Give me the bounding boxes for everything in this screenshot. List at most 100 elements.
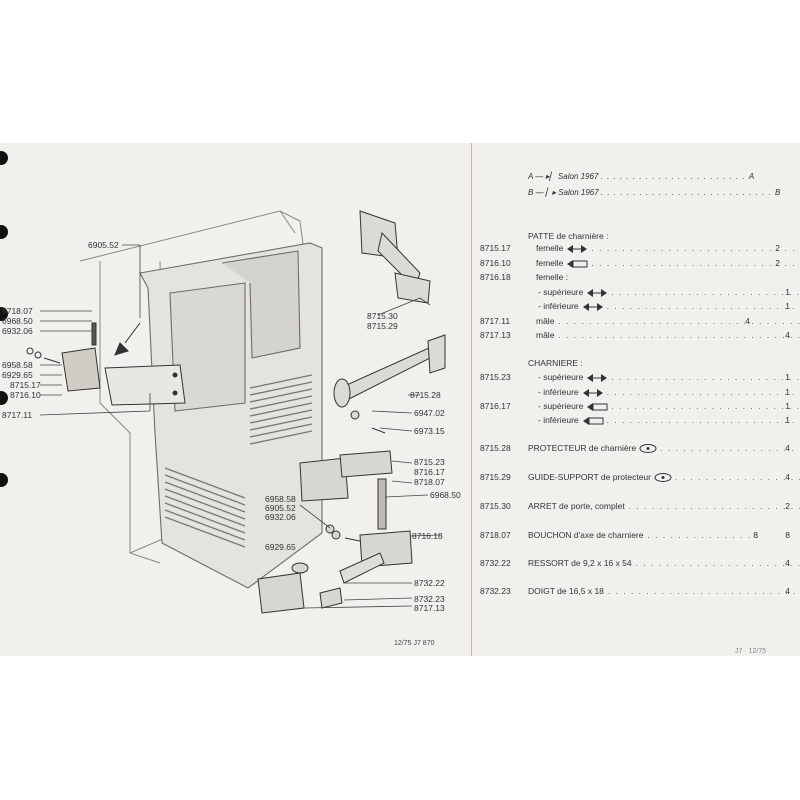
- dot-leader: . . . . . . . . . . . . . . . . . . . . …: [554, 316, 800, 326]
- parts-row: - inférieure. . . . . . . . . . . . . . …: [0, 415, 800, 427]
- part-description: BOUCHON d'axe de charniere . . . . . . .…: [528, 530, 759, 540]
- part-description-text: - supérieure: [538, 401, 584, 411]
- dot-leader: . . . . . . . . . . . . . . .: [643, 530, 760, 540]
- hinge-female-drawing: [26, 322, 186, 406]
- part-quantity: 1: [785, 287, 790, 297]
- part-quantity: 1: [785, 415, 790, 425]
- part-number: 8715.28: [480, 443, 511, 453]
- part-quantity: 4: [785, 443, 790, 453]
- parts-row: 8717.13 mâle . . . . . . . . . . . . . .…: [0, 330, 800, 342]
- part-description-text: - inférieure: [538, 415, 579, 425]
- part-description: RESSORT de 9,2 x 16 x 54 . . . . . . . .…: [528, 558, 800, 568]
- dot-leader: . . . . . . . . . . . . . . . . . . . . …: [591, 243, 800, 253]
- dot-leader: . . . . . . . . . . . . . . . . . . . . …: [606, 387, 800, 397]
- corner-note: J7 · 12/75: [735, 648, 767, 655]
- label-8715-17: 8715.17: [10, 380, 41, 390]
- dot-leader: . . . . . . . . . . . . . . . . . . . . …: [591, 258, 800, 268]
- section-heading-patte: PATTE de charnière :: [528, 231, 609, 241]
- parts-row: 8732.22 RESSORT de 9,2 x 16 x 54 . . . .…: [0, 558, 800, 570]
- label-8716-18: 8716.18: [412, 531, 443, 541]
- parts-row: - inférieure. . . . . . . . . . . . . . …: [0, 387, 800, 399]
- legend-line-b: B — ▏▸ Salon 1967 . . . . . . . . . . . …: [528, 188, 780, 197]
- arrow-left-icon: [587, 402, 608, 411]
- label-8715-30: 8715.30: [367, 311, 398, 321]
- part-description-text: DOIGT de 16,5 x 18: [528, 586, 604, 596]
- dot-leader: . . . . . . . . . . . . . . . . . . . . …: [558, 330, 800, 340]
- part-quantity: 1: [785, 387, 790, 397]
- part-description-text: - inférieure: [538, 301, 579, 311]
- label-6929-65b: 6929.65: [265, 542, 296, 552]
- dot-leader: . . . . . . . . . . . . . . . . . . . . …: [660, 443, 800, 453]
- part-number: 8716.17: [480, 401, 511, 411]
- binder-hole: [0, 307, 8, 321]
- part-quantity: 1: [785, 301, 790, 311]
- part-quantity: 4: [745, 316, 750, 326]
- part-number: 8715.30: [480, 501, 511, 511]
- label-6905-52b: 6905.52: [265, 503, 296, 513]
- label-8718-07b: 8718.07: [414, 477, 445, 487]
- binder-hole: [0, 225, 8, 239]
- part-quantity: 2: [775, 258, 780, 268]
- part-description: PROTECTEUR de charnière. . . . . . . . .…: [528, 443, 800, 454]
- part-description-text: RESSORT de 9,2 x 16 x 54: [528, 558, 632, 568]
- part-description-text: mâle: [536, 316, 555, 326]
- label-8715-29: 8715.29: [367, 321, 398, 331]
- part-number: 8716.10: [480, 258, 511, 268]
- label-6932-06b: 6932.06: [265, 512, 296, 522]
- part-description: femelle. . . . . . . . . . . . . . . . .…: [536, 243, 800, 253]
- label-6905-52: 6905.52: [88, 240, 119, 250]
- door-stop-drawing: [333, 210, 446, 434]
- part-description-text: BOUCHON d'axe de charniere: [528, 530, 644, 540]
- parts-row: 8716.17 - supérieure. . . . . . . . . . …: [0, 401, 800, 413]
- legend-text: Salon 1967: [557, 172, 599, 181]
- label-8715-23: 8715.23: [414, 457, 445, 467]
- part-description: - inférieure. . . . . . . . . . . . . . …: [538, 415, 800, 425]
- binder-hole: [0, 391, 8, 405]
- part-quantity: 4: [785, 558, 790, 568]
- part-quantity: 4: [785, 586, 790, 596]
- parts-row: 8718.07 BOUCHON d'axe de charniere . . .…: [0, 530, 800, 542]
- label-6929-65: 6929.65: [2, 370, 33, 380]
- arrow-left-icon: [582, 416, 604, 425]
- part-description-text: - supérieure: [538, 372, 584, 382]
- part-description: GUIDE-SUPPORT de protecteur . . . . . . .…: [528, 472, 800, 483]
- parts-row: 8732.23 DOIGT de 16,5 x 18 . . . . . . .…: [0, 586, 800, 598]
- part-description: femelle :: [536, 272, 569, 282]
- parts-row: 8715.30 ARRET de porte, complet . . . . …: [0, 501, 800, 513]
- dot-leader: . . . . . . . . . . . . . . . . . . . . …: [606, 301, 800, 311]
- dot-leader: . . . . . . . . . . . . . . . . . . . . …: [607, 586, 800, 596]
- part-quantity-alt: 8: [753, 530, 758, 540]
- legend-line-a: A — ▸▏ Salon 1967 . . . . . . . . . . . …: [528, 172, 754, 181]
- part-quantity: 2: [775, 243, 780, 253]
- part-quantity: 2: [785, 501, 790, 511]
- part-description-text: - supérieure: [538, 287, 584, 297]
- label-6968-50b: 6968.50: [430, 490, 461, 500]
- part-description-text: GUIDE-SUPPORT de protecteur: [528, 472, 651, 482]
- label-8717-11: 8717.11: [2, 410, 32, 420]
- figure-reference: 12/75 J7 870: [394, 640, 435, 647]
- part-description: femelle. . . . . . . . . . . . . . . . .…: [536, 258, 800, 268]
- part-number: 8717.11: [480, 316, 511, 326]
- part-description: - supérieure . . . . . . . . . . . . . . …: [538, 372, 800, 382]
- part-description: mâle . . . . . . . . . . . . . . . . . .…: [536, 316, 800, 326]
- part-description: ARRET de porte, complet . . . . . . . . …: [528, 501, 800, 511]
- label-8732-23: 8732.23: [414, 594, 445, 604]
- diagram-labels: 6905.52 8718.07 6968.50 6932.06 6958.58 …: [2, 240, 461, 613]
- part-number: 8716.18: [480, 272, 511, 282]
- dot-leader: . . . . . . . . . . . . . . . . . . . . …: [611, 372, 800, 382]
- double-arrow-icon: [567, 244, 588, 253]
- part-quantity: 4: [785, 330, 790, 340]
- label-6947-02: 6947.02: [414, 408, 445, 418]
- page-divider: [471, 143, 472, 656]
- label-8715-28: 8715.28: [410, 390, 441, 400]
- label-6973-15: 6973.15: [414, 426, 445, 436]
- double-arrow-icon: [587, 288, 608, 297]
- parts-row: 8716.10 femelle. . . . . . . . . . . . .…: [0, 258, 800, 270]
- legend-letter: B: [528, 188, 534, 197]
- oval-symbol-icon: [654, 473, 672, 483]
- legend-end: A: [748, 172, 755, 181]
- binder-hole: [0, 151, 8, 165]
- part-description-text: ARRET de porte, complet: [528, 501, 625, 511]
- part-description: - supérieure. . . . . . . . . . . . . . …: [538, 287, 800, 297]
- dot-leader: . . . . . . . . . . . . . . . . . . .: [674, 472, 800, 482]
